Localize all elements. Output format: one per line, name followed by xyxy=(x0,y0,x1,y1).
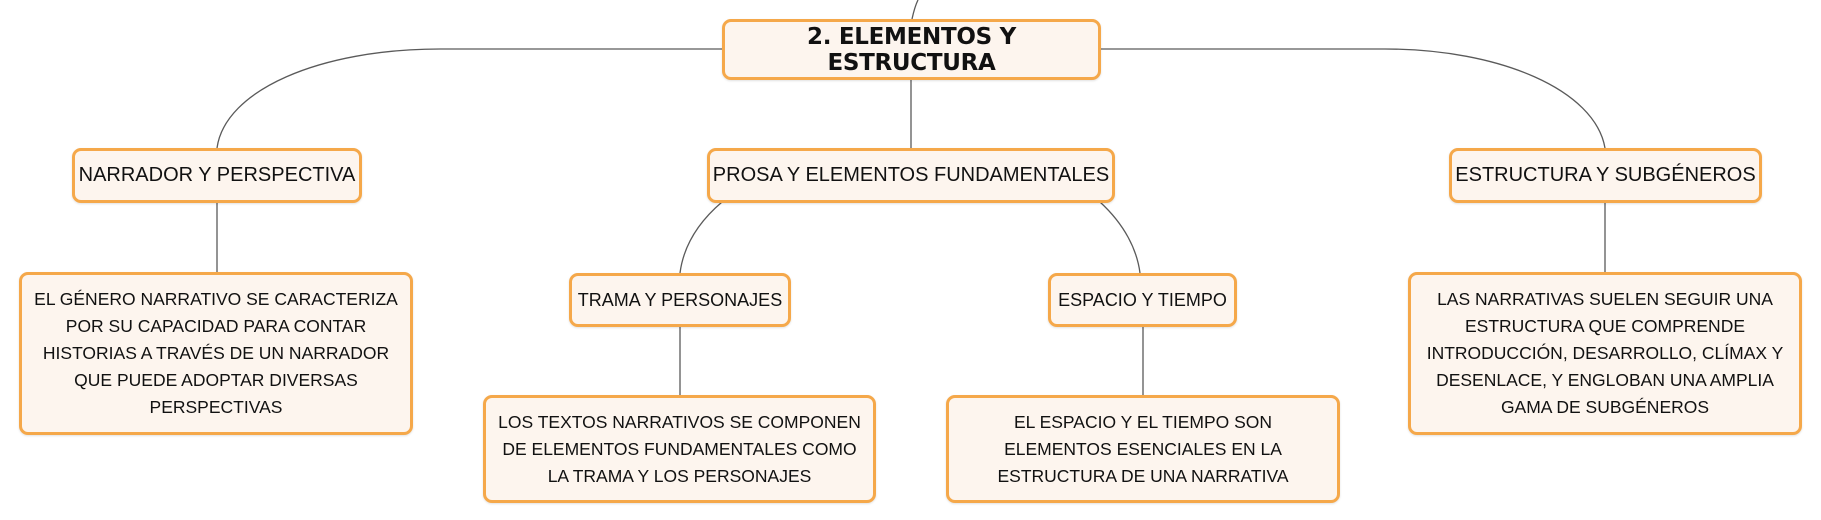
connector-prosa-espacio xyxy=(1099,201,1141,274)
trama-detail-note[interactable]: LOS TEXTOS NARRATIVOS SE COMPONEN DE ELE… xyxy=(483,395,876,503)
root-topic[interactable]: 2. ELEMENTOS Y ESTRUCTURA xyxy=(722,19,1101,80)
subtopic-espacio-label: ESPACIO Y TIEMPO xyxy=(1058,289,1227,310)
root-topic-label: 2. ELEMENTOS Y ESTRUCTURA xyxy=(807,23,1016,76)
espacio-detail-text: EL ESPACIO Y EL TIEMPO SON ELEMENTOS ESE… xyxy=(997,411,1289,486)
connector-prosa-trama xyxy=(679,201,723,274)
topic-estructura-y-subgeneros[interactable]: ESTRUCTURA Y SUBGÉNEROS xyxy=(1449,148,1762,203)
espacio-detail-note[interactable]: EL ESPACIO Y EL TIEMPO SON ELEMENTOS ESE… xyxy=(946,395,1340,503)
topic-estructura-label: ESTRUCTURA Y SUBGÉNEROS xyxy=(1455,164,1756,186)
trama-detail-text: LOS TEXTOS NARRATIVOS SE COMPONEN DE ELE… xyxy=(498,411,861,486)
topic-prosa-y-elementos[interactable]: PROSA Y ELEMENTOS FUNDAMENTALES xyxy=(707,148,1115,203)
subtopic-trama-y-personajes[interactable]: TRAMA Y PERSONAJES xyxy=(569,273,791,327)
topic-narrador-label: NARRADOR Y PERSPECTIVA xyxy=(78,164,356,186)
subtopic-espacio-y-tiempo[interactable]: ESPACIO Y TIEMPO xyxy=(1048,273,1237,327)
connector-root-estructura xyxy=(1101,48,1606,149)
topic-prosa-label: PROSA Y ELEMENTOS FUNDAMENTALES xyxy=(712,164,1110,186)
subtopic-trama-label: TRAMA Y PERSONAJES xyxy=(577,289,783,310)
connector-root-narrador xyxy=(216,48,722,149)
narrador-detail-text: EL GÉNERO NARRATIVO SE CARACTERIZA POR S… xyxy=(34,289,398,417)
topic-narrador-y-perspectiva[interactable]: NARRADOR Y PERSPECTIVA xyxy=(72,148,362,203)
estructura-detail-text: LAS NARRATIVAS SUELEN SEGUIR UNA ESTRUCT… xyxy=(1426,289,1784,417)
narrador-detail-note[interactable]: EL GÉNERO NARRATIVO SE CARACTERIZA POR S… xyxy=(19,272,413,435)
connector-from-parent xyxy=(911,0,919,20)
estructura-detail-note[interactable]: LAS NARRATIVAS SUELEN SEGUIR UNA ESTRUCT… xyxy=(1408,272,1802,435)
